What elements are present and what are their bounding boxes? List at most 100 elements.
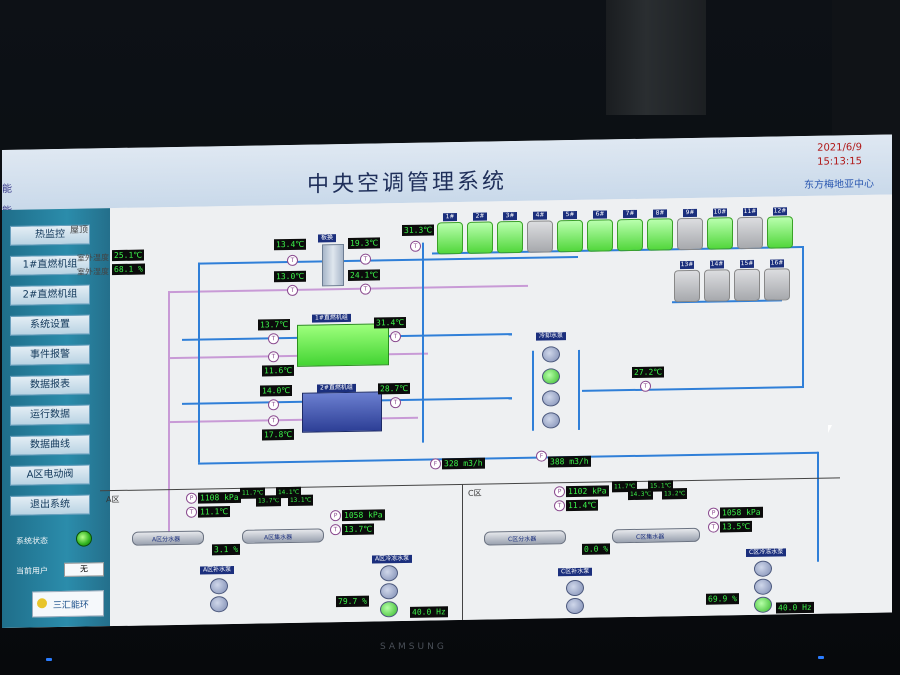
makeup-pump[interactable] <box>566 597 584 615</box>
outdoor-humidity-label: 室外湿度 <box>77 267 109 277</box>
outdoor-temp-label: 室外温度 <box>77 253 109 263</box>
cooling-tower[interactable]: 5# <box>557 210 583 253</box>
chilled-water-pump[interactable] <box>754 596 772 613</box>
cooling-tower[interactable]: 13# <box>674 260 700 303</box>
cooling-pump[interactable] <box>542 412 560 429</box>
cooling-tower[interactable]: 10# <box>707 208 733 250</box>
temp-sensor-icon: T <box>186 506 197 518</box>
flow-sensor-icon: F <box>536 450 547 462</box>
temp-sensor-icon: T <box>410 240 421 252</box>
page-title: 中央空调管理系统 <box>307 169 508 198</box>
company-name: 东方梅地亚中心 <box>804 178 874 192</box>
flow-readout-a: 328 m3/h <box>442 457 485 470</box>
zone-c-temp-2: 13.5℃ <box>720 520 753 533</box>
pressure-sensor-icon: P <box>554 486 565 498</box>
zone-c-label: C区 <box>468 488 482 498</box>
temp-sensor-icon: T <box>287 284 298 297</box>
sidebar-item-valve-a[interactable]: A区电动阀 <box>10 464 90 486</box>
cooling-tower[interactable]: 9# <box>677 208 703 251</box>
pipe <box>198 262 200 463</box>
makeup-pump[interactable] <box>566 579 584 597</box>
pipe <box>198 255 578 265</box>
temp-sensor-icon: T <box>390 331 401 343</box>
sidebar-item-reports[interactable]: 数据报表 <box>10 374 90 396</box>
datetime: 2021/6/9 15:13:15 <box>817 141 862 170</box>
zone-c-supply-label: C区分水器 <box>508 535 537 544</box>
makeup-pump[interactable] <box>210 596 228 613</box>
pipe <box>817 451 819 562</box>
pipe <box>802 246 804 387</box>
sidebar-item-curves[interactable]: 数据曲线 <box>10 434 90 456</box>
chiller-1-unit[interactable] <box>297 323 389 367</box>
tower-tag: 6# <box>593 210 607 219</box>
temp-sensor-icon: T <box>287 254 298 267</box>
zone-a-sub-temp: 13.1℃ <box>288 494 314 507</box>
sidebar-item-settings[interactable]: 系统设置 <box>10 314 90 336</box>
chilled-water-pump[interactable] <box>754 560 772 577</box>
cooling-tower[interactable]: 16# <box>764 259 790 301</box>
sidebar-item-chiller-2[interactable]: 2#直燃机组 <box>10 284 90 306</box>
outdoor-humidity-value: 68.1 % <box>112 263 145 276</box>
tower-tag: 10# <box>713 208 727 217</box>
cooling-tower[interactable]: 14# <box>704 260 730 302</box>
cooling-pump[interactable] <box>542 346 560 363</box>
cooling-tower[interactable]: 11# <box>737 207 763 250</box>
heat-exchanger-label: 板换 <box>318 234 337 243</box>
cooling-tower[interactable]: 2# <box>467 212 493 254</box>
plant-diagram: 屋顶 室外温度 25.1℃ 室外湿度 68.1 % 板换 13.4℃ 19.3℃… <box>70 194 892 627</box>
cooling-tower[interactable]: 12# <box>767 207 793 249</box>
chilled-water-pump[interactable] <box>380 565 398 582</box>
pressure-sensor-icon: P <box>330 510 341 522</box>
chilled-water-pump[interactable] <box>380 601 398 618</box>
cooling-pump[interactable] <box>542 368 560 385</box>
section-label: 屋顶 <box>70 225 89 236</box>
cooling-tower[interactable]: 4# <box>527 211 553 253</box>
temp-readout: 19.3℃ <box>348 237 381 249</box>
temp-sensor-icon: T <box>268 333 279 345</box>
cooling-tower[interactable]: 6# <box>587 210 613 252</box>
zone-c-makeup-label: C区补水泵 <box>558 567 593 577</box>
zone-c-pump-group-label: C区冷冻水泵 <box>746 548 787 558</box>
sidebar-item-alarms[interactable]: 事件报警 <box>10 344 90 366</box>
temp-readout: 14.0℃ <box>260 384 293 397</box>
pressure-sensor-icon: P <box>186 492 197 504</box>
cooling-pump[interactable] <box>542 390 560 407</box>
temp-readout: 11.6℃ <box>262 364 295 377</box>
sidebar-item-run-data[interactable]: 运行数据 <box>10 404 90 426</box>
cooling-tower[interactable]: 7# <box>617 209 643 252</box>
cooling-tower[interactable]: 8# <box>647 209 673 251</box>
tower-tag: 9# <box>683 208 697 218</box>
temp-sensor-icon: T <box>360 283 371 295</box>
pressure-sensor-icon: P <box>708 507 719 519</box>
chilled-water-pump[interactable] <box>754 578 772 595</box>
mouse-cursor-icon <box>828 425 836 433</box>
chiller-2-unit[interactable] <box>302 391 382 433</box>
zone-c-sub-temp: 13.2℃ <box>662 488 688 500</box>
background-wall <box>606 0 706 115</box>
chilled-water-pump[interactable] <box>380 583 398 600</box>
heat-exchanger <box>322 244 344 287</box>
flow-sensor-icon: F <box>430 458 441 470</box>
temp-sensor-icon: T <box>330 524 341 536</box>
temp-readout: 31.3℃ <box>402 224 435 237</box>
monitor-brand: SAMSUNG <box>380 642 447 652</box>
system-status-label: 系统状态 <box>16 536 48 546</box>
temp-readout: 31.4℃ <box>374 316 407 329</box>
cooling-tower[interactable]: 3# <box>497 212 523 254</box>
zone-c-valve-pct: 0.0 % <box>582 543 611 555</box>
makeup-pump[interactable] <box>210 578 228 595</box>
chiller-1-label: 1#直燃机组 <box>312 313 351 323</box>
system-status-indicator <box>76 530 92 547</box>
sidebar-item-exit[interactable]: 退出系统 <box>10 494 90 516</box>
zone-c-frequency: 40.0 Hz <box>776 601 814 614</box>
tower-tag: 7# <box>623 209 637 219</box>
pipe <box>422 242 424 443</box>
cooling-tower[interactable]: 15# <box>734 259 760 302</box>
cooling-tower[interactable]: 1# <box>437 213 463 255</box>
power-led-icon <box>818 656 824 659</box>
tower-tag: 16# <box>770 259 784 268</box>
tower-tag: 14# <box>710 260 724 269</box>
header-edge-text: 能 <box>2 183 12 195</box>
scada-screen: 能 能 中央空调管理系统 2021/6/9 15:13:15 东方梅地亚中心 热… <box>2 134 892 628</box>
zone-c-pump-pct: 69.9 % <box>706 593 739 605</box>
